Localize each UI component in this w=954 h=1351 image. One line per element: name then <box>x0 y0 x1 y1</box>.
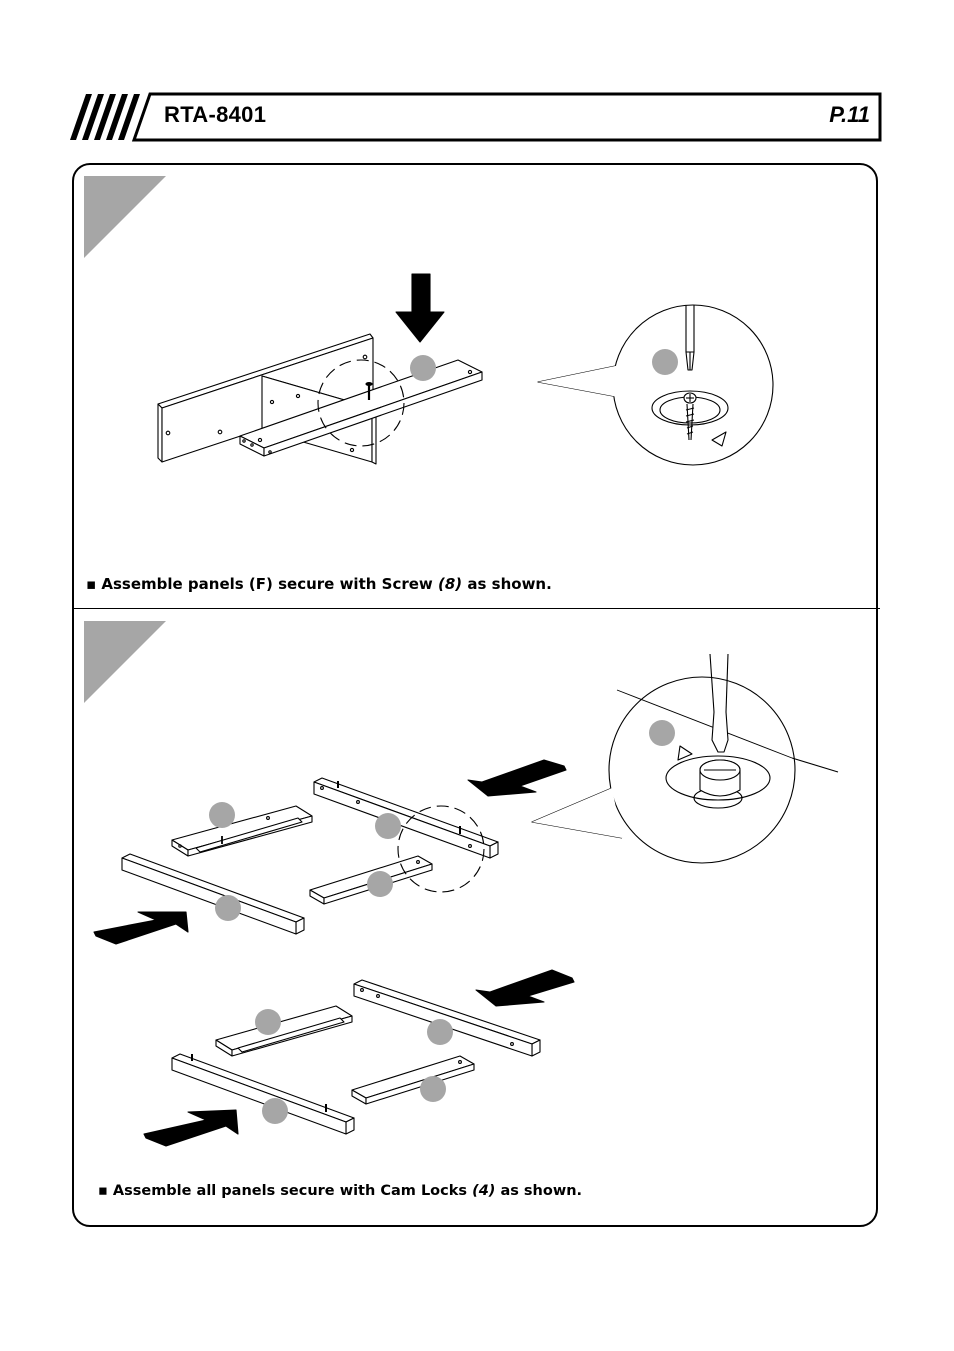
screwdriver-icon <box>709 653 729 753</box>
part-label-bead <box>420 1076 446 1102</box>
part-label-bead <box>255 1009 281 1035</box>
arrow-icon <box>93 911 189 945</box>
instructions-frame <box>72 163 878 1227</box>
step-2-lower-assembly <box>143 969 575 1147</box>
part-label-bead <box>427 1019 453 1045</box>
step-1-part-label-bead <box>410 355 436 381</box>
model-number: RTA-8401 <box>164 102 267 127</box>
step-2-zoom-bead <box>649 720 675 746</box>
step-1-corner-marker <box>84 176 166 258</box>
step-divider <box>72 608 880 609</box>
arrow-icon <box>143 1109 239 1147</box>
step-1-zoom-callout <box>537 304 774 466</box>
arrow-icon <box>395 273 445 343</box>
rotate-icon <box>677 745 693 761</box>
arrow-icon <box>467 759 567 797</box>
arrow-icon <box>475 969 575 1007</box>
rotate-icon <box>711 431 727 447</box>
cam-lock-icon <box>699 759 741 797</box>
step-1-zoom-bead <box>652 349 678 375</box>
step-2-corner-marker <box>84 621 166 703</box>
step-1-caption: ▪ Assemble panels (F) secure with Screw … <box>86 575 552 593</box>
part-label-bead <box>367 871 393 897</box>
page-number: P.11 <box>829 102 870 127</box>
step-2-zoom-callout <box>531 653 839 864</box>
screwdriver-icon <box>685 305 695 371</box>
part-label-bead <box>262 1098 288 1124</box>
header-title-box <box>131 92 882 142</box>
part-label-bead <box>209 802 235 828</box>
screw-icon <box>683 392 697 441</box>
header-stripes-logo <box>70 94 140 140</box>
step-1-panels-drawing <box>157 273 483 465</box>
part-label-bead <box>215 895 241 921</box>
step-2-caption: ▪ Assemble all panels secure with Cam Lo… <box>98 1183 583 1199</box>
step-2-upper-assembly <box>93 759 567 945</box>
part-label-bead <box>375 813 401 839</box>
